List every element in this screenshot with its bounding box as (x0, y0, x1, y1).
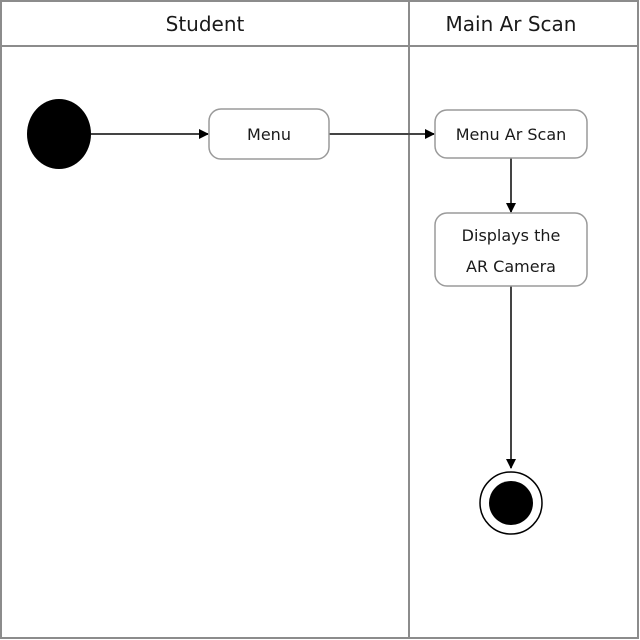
action-menu-label: Menu (247, 125, 291, 144)
final-node-core (489, 481, 533, 525)
final-node (479, 471, 543, 535)
lane-title-student: Student (166, 12, 245, 36)
action-display-camera: Displays the AR Camera (434, 212, 588, 287)
lane-title-main-ar-scan: Main Ar Scan (446, 12, 577, 36)
initial-node (27, 99, 91, 169)
action-display-camera-line2: AR Camera (466, 257, 556, 276)
action-display-camera-line1: Displays the (462, 226, 561, 245)
action-display-camera-box (434, 212, 588, 287)
action-menu-box (208, 108, 330, 160)
action-menu-ar-scan: Menu Ar Scan (434, 109, 588, 159)
action-menu-ar-scan-label: Menu Ar Scan (456, 125, 567, 144)
action-menu-ar-scan-box (434, 109, 588, 159)
action-menu: Menu (208, 108, 330, 160)
